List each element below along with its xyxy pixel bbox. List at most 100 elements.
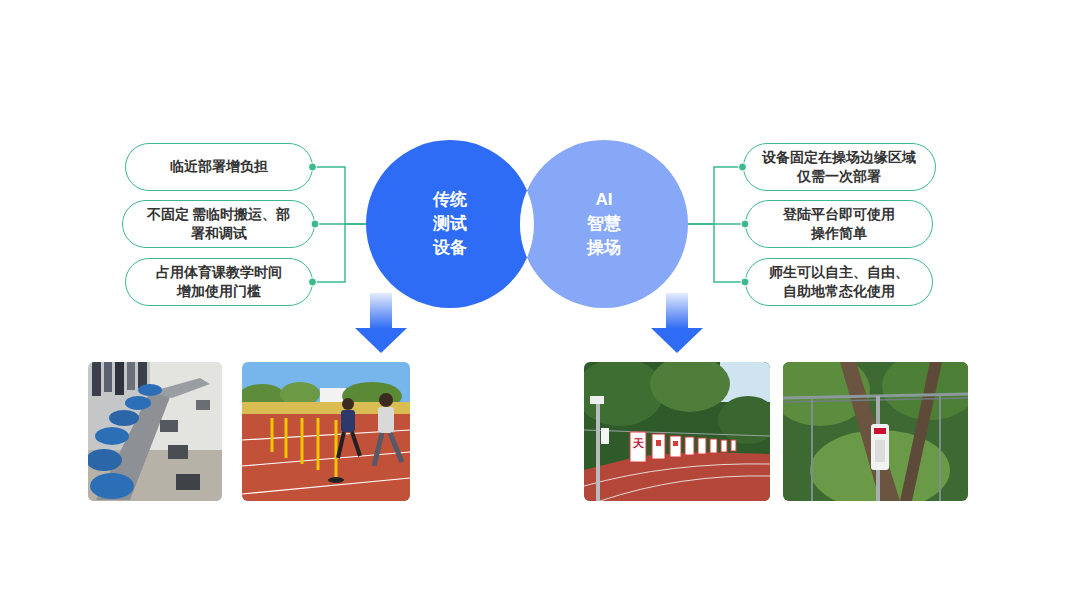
bracket-connector: [688, 224, 745, 282]
photo-mounted-device-shape: [900, 362, 942, 501]
down-arrow-right: [651, 293, 703, 353]
down-arrow-left-shape: [370, 293, 392, 329]
photo-track-banners-shape: [584, 464, 770, 486]
banner-text: 天: [630, 437, 646, 449]
photo-gym-test: [88, 362, 222, 501]
photo-gym-test-shape: [138, 362, 147, 388]
photo-track-hurdles-shape: [338, 432, 344, 458]
photo-track-banners-shape: [590, 396, 604, 404]
photo-track-banners-shape: [731, 440, 736, 451]
topic-label: 传统 测试 设备: [432, 188, 469, 260]
photo-mounted-device-shape: [875, 440, 885, 462]
circle-fill: [520, 140, 688, 308]
overlap-lens: [520, 190, 534, 257]
down-arrow-left-shape: [355, 328, 407, 353]
feature-text: 登陆平台即可使用 操作简单: [782, 205, 897, 243]
feature-box: 不固定 需临时搬运、部署和调试: [122, 200, 315, 248]
photo-track-banners-shape: [721, 440, 727, 452]
photo-gym-test-shape: [168, 445, 188, 459]
photo-track-banners-shape: [710, 439, 717, 453]
topic-circle: AI 智慧 操场: [520, 140, 688, 308]
photo-gym-test-shape: [176, 474, 200, 490]
photo-gym-test-shape: [138, 384, 162, 396]
photo-track-hurdles-shape: [352, 432, 360, 456]
photo-track-hurdles: [242, 362, 410, 501]
photo-track-banners-shape: [630, 432, 646, 462]
photo-track-hurdles-shape: [335, 420, 338, 478]
feature-box: 设备固定在操场边缘区域 仅需一次部署: [743, 143, 936, 191]
connector-dot: [309, 278, 317, 286]
photo-gym-test-shape: [109, 410, 139, 426]
photo-track-banners-shape: [656, 440, 661, 446]
connector-dot: [741, 278, 749, 286]
photo-mounted-device-shape: [871, 424, 889, 470]
photo-track-banners-shape: [652, 434, 665, 459]
photo-gym-test-shape: [127, 362, 135, 390]
photo-track-banners-shape: [670, 436, 681, 457]
photo-track-banners-shape: [601, 428, 609, 444]
photo-mounted-device: [783, 362, 968, 501]
photo-track-hurdles-shape: [374, 433, 382, 466]
photo-gym-test-shape: [88, 362, 222, 501]
topic-label: AI 智慧 操场: [586, 188, 623, 260]
photo-track-hurdles-shape: [317, 418, 320, 470]
down-arrow-right-shape: [651, 328, 703, 353]
photo-track-banners-shape: [584, 452, 770, 501]
feature-box: 师生可以自主、自由、 自助地常态化使用: [745, 258, 933, 306]
photo-gym-test-shape: [95, 427, 129, 445]
down-arrow-right-shape: [666, 293, 688, 329]
photo-gym-test-shape: [125, 396, 151, 410]
photo-track-banners-shape: [718, 396, 770, 444]
photo-track-banners-shape: [685, 437, 694, 455]
photo-gym-test-shape: [88, 449, 122, 471]
photo-gym-test-shape: [104, 362, 112, 392]
feature-text: 临近部署增负担: [168, 157, 269, 176]
circle-fill: [366, 140, 534, 308]
photo-track-banners: [584, 362, 770, 501]
photo-track-hurdles-shape: [378, 407, 394, 433]
feature-text: 师生可以自主、自由、 自助地常态化使用: [768, 263, 911, 301]
feature-box: 临近部署增负担: [125, 143, 313, 191]
photo-track-hurdles-shape: [242, 362, 410, 501]
bracket-connector: [313, 224, 367, 282]
photo-gym-test-shape: [160, 420, 178, 432]
photo-track-hurdles-shape: [341, 410, 355, 432]
photo-track-hurdles-shape: [301, 418, 304, 464]
photo-track-hurdles-shape: [328, 477, 344, 483]
photo-mounted-device-shape: [840, 362, 900, 501]
photo-mounted-device-shape: [874, 428, 886, 434]
photo-track-hurdles-shape: [242, 478, 410, 494]
photo-mounted-device-shape: [811, 398, 813, 501]
connector-dot: [739, 163, 747, 171]
photo-track-banners-shape: [698, 438, 706, 454]
feature-text: 占用体育课教学时间 增加使用门槛: [154, 263, 283, 301]
photo-track-hurdles-shape: [390, 433, 402, 462]
down-arrow-left: [355, 293, 407, 353]
photo-track-hurdles-shape: [285, 418, 288, 458]
photo-track-hurdles-shape: [242, 452, 410, 466]
photo-gym-test-shape: [115, 362, 124, 395]
photo-track-banners-shape: [600, 476, 770, 501]
connector-dot: [309, 163, 317, 171]
photo-track-banners-shape: [584, 430, 770, 436]
photo-gym-test-shape: [196, 400, 210, 410]
bracket-connector: [688, 167, 743, 224]
topic-circle: 传统 测试 设备: [366, 140, 534, 308]
connector-dot: [311, 220, 319, 228]
photo-track-hurdles-shape: [271, 418, 274, 452]
photo-mounted-device-shape: [939, 396, 941, 501]
photo-track-hurdles-shape: [342, 398, 354, 410]
photo-gym-test-shape: [90, 473, 134, 499]
bracket-connector: [313, 167, 367, 224]
connector-dot: [741, 220, 749, 228]
photo-track-banners-shape: [596, 398, 600, 501]
feature-text: 不固定 需临时搬运、部署和调试: [140, 205, 297, 243]
feature-box: 登陆平台即可使用 操作简单: [745, 200, 933, 248]
photo-track-banners-shape: [673, 441, 678, 446]
photo-track-hurdles-shape: [379, 393, 393, 407]
photo-track-banners-shape: [650, 362, 730, 412]
feature-text: 设备固定在操场边缘区域 仅需一次部署: [761, 148, 918, 186]
feature-box: 占用体育课教学时间 增加使用门槛: [125, 258, 313, 306]
